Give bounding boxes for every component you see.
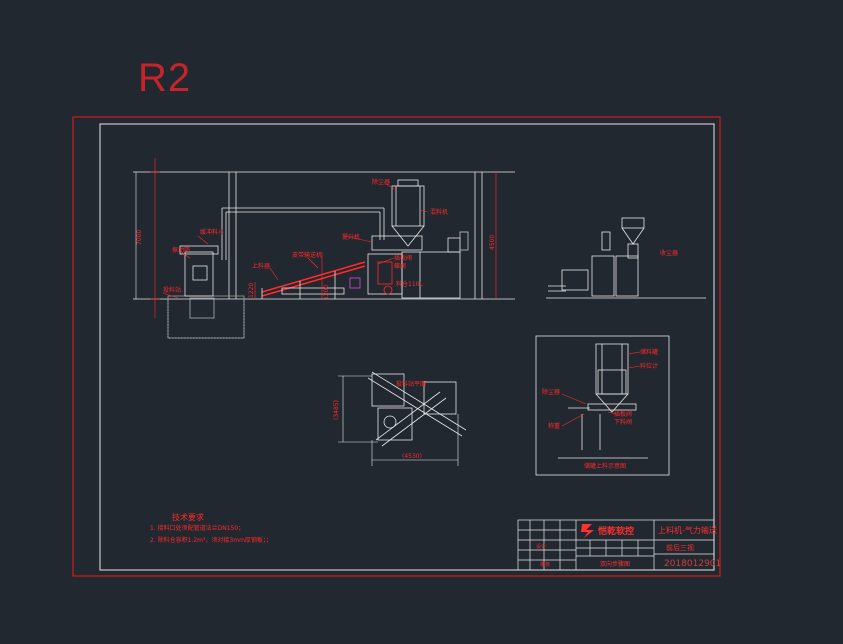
plan-dim-h: (3485) — [333, 400, 340, 420]
label-dust-collector: 除尘器 — [372, 178, 390, 186]
label-feeder: 投料站 — [163, 286, 181, 294]
tb-design: 设计 — [536, 543, 546, 550]
inset-frame — [535, 335, 670, 476]
dim-mid-height: 1200 — [323, 285, 330, 300]
inset-label-left2: 称重 — [548, 422, 560, 430]
label-surge-hopper: 缓冲料斗 — [200, 228, 224, 236]
side-view — [546, 217, 706, 299]
label-hopper-110l: 料仓110L — [396, 280, 423, 288]
inset-caption: 储罐上料示意图 — [584, 462, 626, 470]
dim-height-left: 7000 — [136, 230, 143, 245]
inset-leaders — [561, 351, 641, 427]
plan-title: 投料站平面 — [396, 380, 426, 388]
inset-label-valve2: 下料阀 — [614, 418, 632, 426]
notes-line1: 1. 接料口处须配管道法兰DN150； — [150, 524, 244, 532]
label-valve: 蝶阀 — [394, 262, 406, 270]
sheet-name: 双向步骤图 — [600, 560, 630, 568]
company-name: 恺乾软控 — [598, 525, 634, 537]
inset-drawing — [558, 343, 648, 459]
inner-frame — [99, 123, 715, 571]
plan-dim-w: (4530) — [402, 453, 422, 460]
leader-lines — [162, 183, 429, 299]
project-name: 上料机-气力输送 — [658, 525, 717, 535]
title-block — [517, 519, 715, 571]
drawing-name: 前后三视 — [666, 543, 694, 552]
dim-height-small: 1220 — [248, 283, 255, 298]
drawing-number: 2018012901 — [664, 559, 721, 569]
notes-title: 技术要求 — [172, 512, 204, 522]
inset-label-left: 除尘器 — [542, 388, 560, 396]
dim-height-right: 4500 — [489, 235, 496, 250]
plan-view — [367, 371, 467, 447]
label-loader: 上料器 — [252, 262, 270, 270]
label-elevator: 提升机 — [342, 233, 360, 241]
label-mixer: 混料机 — [430, 208, 448, 216]
elevation-view — [133, 171, 515, 339]
plan-dims — [338, 375, 459, 466]
inset-label-top: 储料罐 — [640, 348, 658, 356]
outer-frame — [72, 116, 721, 577]
label-side: 收尘器 — [660, 249, 678, 257]
inset-label-mid: 料位计 — [640, 362, 658, 370]
company-logo — [581, 524, 594, 538]
inset-label-valve: 插板阀 — [614, 410, 632, 418]
tb-check: 审核 — [540, 561, 550, 568]
label-slide-gate: 插板阀 — [394, 254, 412, 262]
dimension-lines — [135, 158, 497, 318]
label-belt-conveyor: 皮带输送机 — [292, 251, 322, 259]
revision-mark: R2 — [138, 56, 192, 100]
label-vibrating-screen: 振动筛 — [172, 246, 190, 254]
notes-line2: 2. 除料仓容积1.2m³，须对接3mm厚钢板；； — [150, 536, 272, 544]
